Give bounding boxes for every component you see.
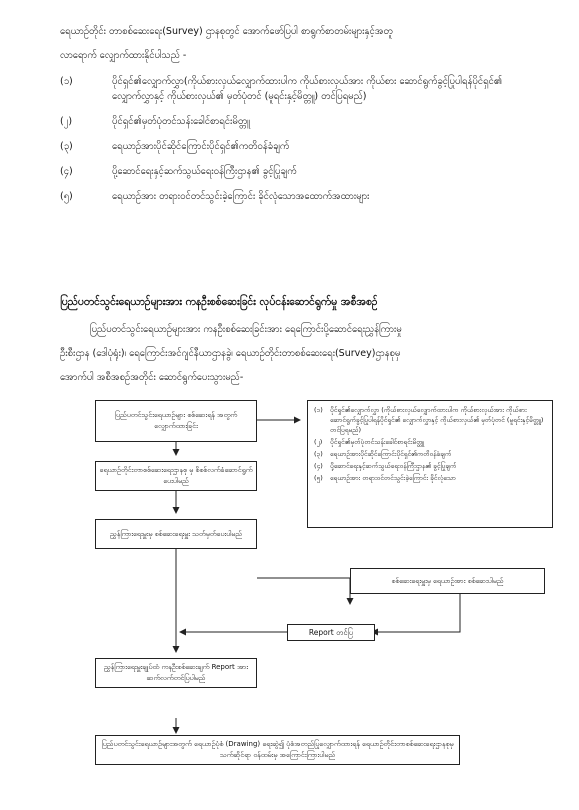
requirement-number: (၅) <box>60 191 73 202</box>
requirement-text: ရေယာဉ်အား တရားဝင်တင်သွင်းခဲ့ကြောင်း ခိုင… <box>112 191 370 202</box>
flow-box-report-submit: Report တင်ပြ <box>287 624 375 641</box>
requirement-number: (၂) <box>60 116 73 127</box>
intro-line-1: ရေယာဉ်တိုင်း တာစစ်ဆေးရေး(Survey) ဌာနစုတွ… <box>60 26 393 37</box>
document-item: (၃) ရေယာဉ်အားပိုင်ဆိုင်ကြောင်းပိုင်ရှင်၏က… <box>314 449 546 459</box>
document-item: (၄) ပို့ဆောင်ရေးနှင့်ဆက်သွယ်ရေးဝန်ကြီးဌာန… <box>314 461 546 471</box>
flow-box-inspection-text: စစ်ဆေးရေးမှူးမှ ရေယာဉ်အား စစ်ဆေးပါမည် <box>391 576 504 585</box>
document-text: ရေယာဉ်အား တရားဝင်တင်သွင်းခဲ့ကြောင်း ခိုင… <box>330 474 456 482</box>
flow-box-report-submit-text: Report တင်ပြ <box>308 628 354 637</box>
requirement-item: (၅) ရေယာဉ်အား တရားဝင်တင်သွင်းခဲ့ကြောင်း … <box>60 189 530 204</box>
requirement-number: (၃) <box>60 141 73 152</box>
flow-box-assign-inspector-text: ညွှန်ကြားရေးမှူးမှ စစ်ဆေးရေးမှူး သတ်မှတ်… <box>109 529 243 538</box>
document-item: (၂) ပိုင်ရှင်၏မှတ်ပုံတင်သန်းခေါင်စာရင်းမိ… <box>314 437 546 447</box>
document-item: (၁) ပိုင်ရှင်၏လျှောက်လွှာ (ကိုယ်စားလှယ်လျ… <box>314 405 546 435</box>
requirement-item: (၂) ပိုင်ရှင်၏မှတ်ပုံတင်သန်းခေါင်စာရင်းမ… <box>60 114 530 129</box>
flow-box-application-text: ပြည်ပတင်သွင်းရေယာဉ်များ စစ်ဆေးရန် အတွက် … <box>114 411 238 430</box>
document-number: (၂) <box>314 438 323 446</box>
document-item: (၅) ရေယာဉ်အား တရားဝင်တင်သွင်းခဲ့ကြောင်း ခ… <box>314 473 546 483</box>
document-text: ပိုင်ရှင်၏မှတ်ပုံတင်သန်းခေါင်စာရင်းမိတ္တ… <box>330 438 425 446</box>
requirement-text: ပိုင်ရှင်၏မှတ်ပုံတင်သန်းခေါင်စာရင်းမိတ္တ… <box>112 116 250 127</box>
section-para-line-2: ဦးစီးဌာန (ဒေါပုံရုံး)၊ ရေကြောင်းအင်ဂျင်န… <box>60 348 401 359</box>
requirement-number: (၄) <box>60 166 73 177</box>
section-para-line-1: ပြည်ပတင်သွင်းရေယာဉ်များအား ကနဦးစစ်ဆေးခြင… <box>90 324 402 335</box>
requirement-text: ရေယာဉ်အားပိုင်ဆိုင်ကြောင်းပိုင်ရှင်၏ကတိဝ… <box>112 141 290 152</box>
line-box3-to-box4 <box>257 577 351 600</box>
requirement-text: ပိုင်ရှင်၏လျှောက်လွှာ(ကိုယ်စားလှယ်လျှောက… <box>112 76 503 102</box>
line-box4-to-report <box>375 590 461 633</box>
requirement-text: ပို့ဆောင်ရေးနှင့်ဆက်သွယ်ရေးဝန်ကြီးဌာန၏ ခ… <box>112 166 297 177</box>
flow-box-assign-inspector: ညွှန်ကြားရေးမှူးမှ စစ်ဆေးရေးမှူး သတ်မှတ်… <box>95 519 257 549</box>
flow-box-inspection: စစ်ဆေးရေးမှူးမှ ရေယာဉ်အား စစ်ဆေးပါမည် <box>350 568 545 594</box>
flow-box-report-to-director-general: ညွှန်ကြားရေးမှူးချုပ်ထံ ကနဦးစစ်ဆေးချက် R… <box>95 658 257 688</box>
flow-box-drawing-notification-text: ပြည်ပတင်သွင်းရေယာဉ်များအတွက် ရေယာဉ်ပုံစံ… <box>101 740 454 759</box>
flow-box-survey-acceptance: ရေယာဉ်တိုင်းတာစစ်ဆေးရေးဌာနစု မှ စိစစ်လက်… <box>95 461 257 491</box>
requirement-item: (၄) ပို့ဆောင်ရေးနှင့်ဆက်သွယ်ရေးဝန်ကြီးဌာ… <box>60 164 530 179</box>
flow-box-application: ပြည်ပတင်သွင်းရေယာဉ်များ စစ်ဆေးရန် အတွက် … <box>95 400 257 442</box>
document-text: ပိုင်ရှင်၏လျှောက်လွှာ (ကိုယ်စားလှယ်လျှော… <box>330 406 544 434</box>
requirement-item: (၁) ပိုင်ရှင်၏လျှောက်လွှာ(ကိုယ်စားလှယ်လျ… <box>60 74 530 104</box>
document-number: (၅) <box>314 474 323 482</box>
requirement-number: (၁) <box>60 76 73 87</box>
flow-box-survey-acceptance-text: ရေယာဉ်တိုင်းတာစစ်ဆေးရေးဌာနစု မှ စိစစ်လက်… <box>99 466 253 485</box>
requirements-list: (၁) ပိုင်ရှင်၏လျှောက်လွှာ(ကိုယ်စားလှယ်လျ… <box>60 74 530 214</box>
document-number: (၄) <box>314 462 323 470</box>
flow-box-report-to-director-general-text: ညွှန်ကြားရေးမှူးချုပ်ထံ ကနဦးစစ်ဆေးချက် R… <box>103 663 249 682</box>
document-number: (၁) <box>314 406 323 414</box>
requirement-item: (၃) ရေယာဉ်အားပိုင်ဆိုင်ကြောင်းပိုင်ရှင်၏… <box>60 139 530 154</box>
flow-box-drawing-notification: ပြည်ပတင်သွင်းရေယာဉ်များအတွက် ရေယာဉ်ပုံစံ… <box>95 735 460 765</box>
flow-box-required-documents: (၁) ပိုင်ရှင်၏လျှောက်လွှာ (ကိုယ်စားလှယ်လျ… <box>307 400 553 528</box>
intro-line-2: လာရောက် လျှောက်ထားနိုင်ပါသည် - <box>60 50 187 61</box>
section-para-line-3: အောက်ပါ အစီအစဉ်အတိုင်း ဆောင်ရွက်ပေးသွားမ… <box>60 372 244 383</box>
document-number: (၃) <box>314 450 323 458</box>
section-heading: ပြည်ပတင်သွင်းရေယာဉ်များအား ကနဦးစစ်ဆေးခြင… <box>60 296 378 308</box>
document-text: ပို့ဆောင်ရေးနှင့်ဆက်သွယ်ရေးဝန်ကြီးဌာန၏ ခ… <box>330 462 457 470</box>
document-text: ရေယာဉ်အားပိုင်ဆိုင်ကြောင်းပိုင်ရှင်၏ကတိဝ… <box>330 450 452 458</box>
